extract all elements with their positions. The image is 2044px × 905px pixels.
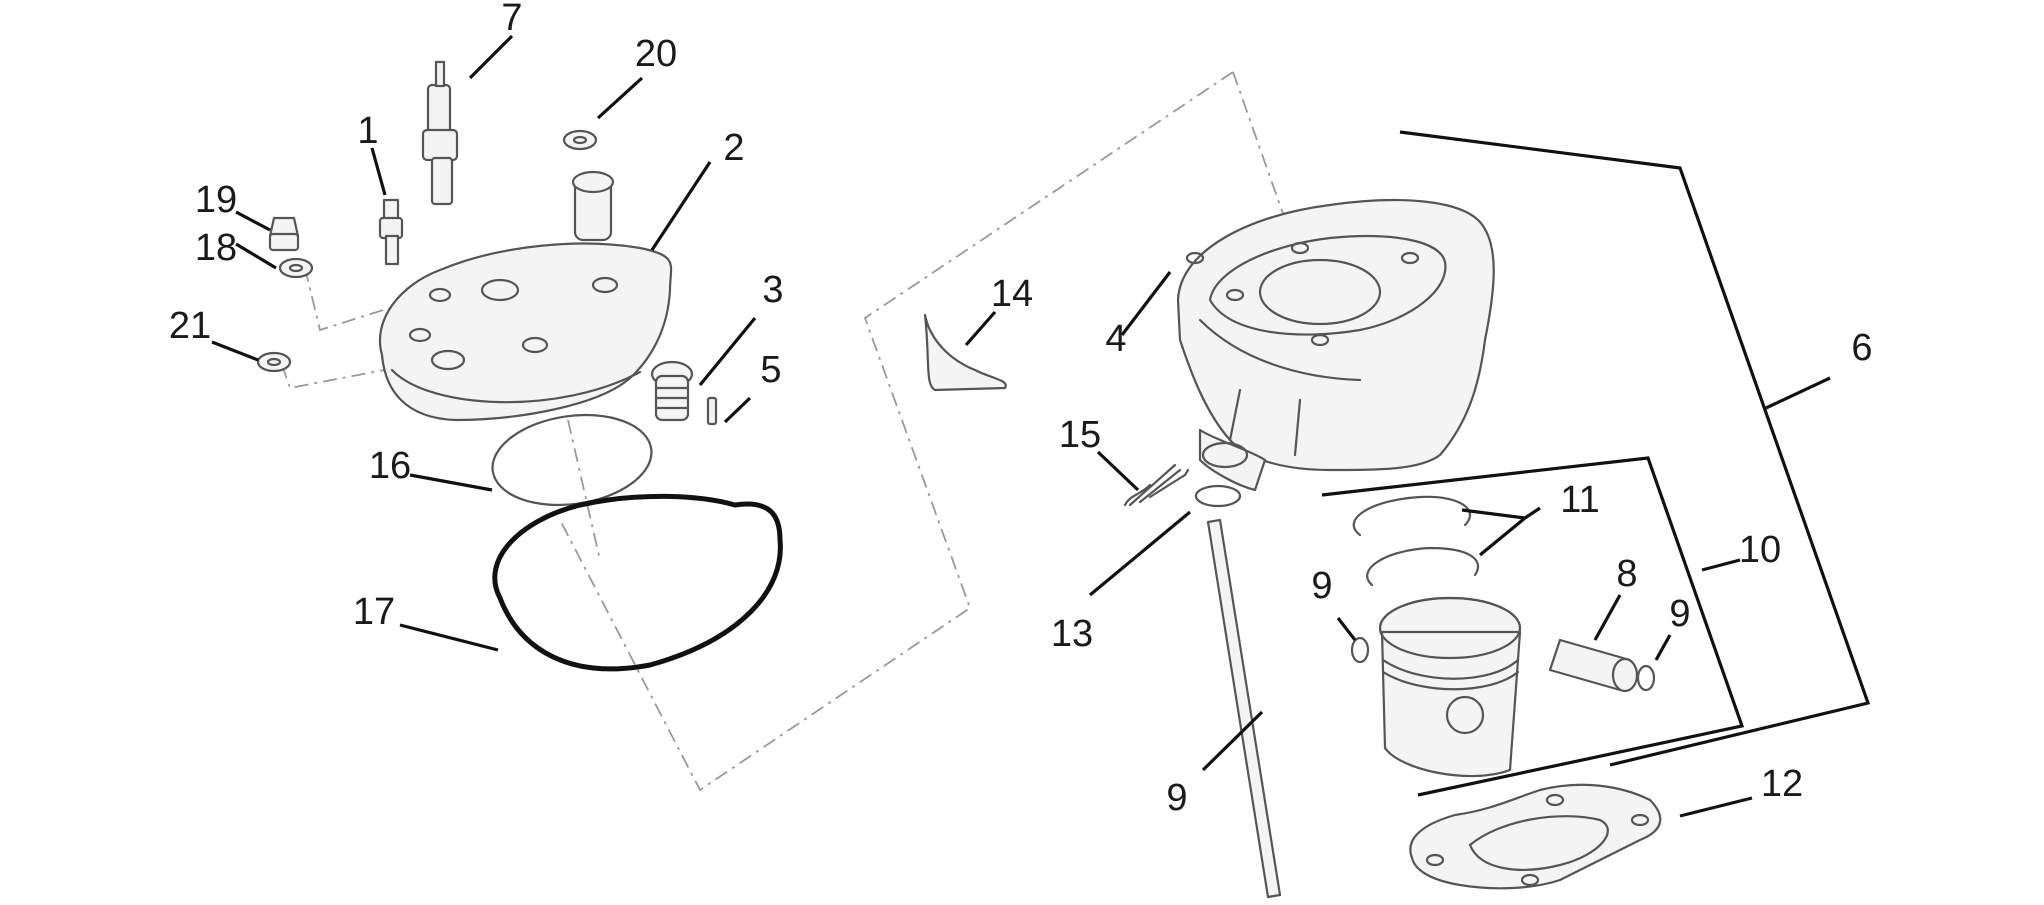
circlip-9-right <box>1636 664 1656 692</box>
callout-21: 20 <box>635 33 677 75</box>
callout-1: 1 <box>357 110 378 152</box>
small-screw <box>706 396 718 426</box>
callout-22: 21 <box>169 305 211 347</box>
callout-9-right: 9 <box>1669 593 1690 635</box>
callout-17: 16 <box>369 445 411 487</box>
callout-14: 13 <box>1051 613 1093 655</box>
base-gasket <box>1409 783 1662 890</box>
callout-9-left: 9 <box>1311 565 1332 607</box>
callout-18: 17 <box>353 591 395 633</box>
callout-15: 14 <box>991 273 1033 315</box>
cylinder-head <box>378 170 673 422</box>
piston <box>1378 596 1522 778</box>
deflector <box>923 313 1007 392</box>
stud-10 <box>1206 518 1282 899</box>
circlip-9-left <box>1350 636 1370 664</box>
callout-labels: 7 20 1 2 19 18 21 3 5 16 17 14 4 15 13 9… <box>169 0 1873 819</box>
assembly-guide-lines <box>281 71 1289 792</box>
callout-13: 12 <box>1761 763 1803 805</box>
callout-6: 6 <box>1851 327 1872 369</box>
callout-11: 10 <box>1739 529 1781 571</box>
callout-19: 18 <box>195 227 237 269</box>
spark-plug <box>421 60 459 206</box>
piston-rings <box>1352 495 1480 587</box>
leader-lines <box>211 34 1831 818</box>
callout-5: 5 <box>760 349 781 391</box>
bracket-11 <box>1321 456 1745 797</box>
washer-19 <box>278 257 314 279</box>
callout-16: 15 <box>1059 414 1101 456</box>
dowel-4 <box>1185 251 1205 265</box>
callout-10: 9 <box>1166 777 1187 819</box>
circlip-14 <box>1194 484 1242 508</box>
o-ring-18 <box>492 493 783 672</box>
cylinder <box>1176 198 1495 492</box>
bracket-6 <box>1399 130 1871 767</box>
callout-7: 7 <box>501 0 522 39</box>
piston-pin <box>1548 638 1639 693</box>
callout-12: 11 <box>1560 479 1599 521</box>
callout-8: 8 <box>1616 553 1637 595</box>
temperature-sensor <box>378 198 404 266</box>
drain-bolt <box>268 216 300 252</box>
spring-16 <box>1123 463 1190 507</box>
callout-20: 19 <box>195 179 237 221</box>
callout-2: 2 <box>723 127 744 169</box>
thermostat <box>650 360 694 422</box>
callout-4: 4 <box>1105 318 1126 360</box>
callout-3: 3 <box>762 269 783 311</box>
washer-22 <box>256 351 292 373</box>
washer-21 <box>562 129 598 151</box>
